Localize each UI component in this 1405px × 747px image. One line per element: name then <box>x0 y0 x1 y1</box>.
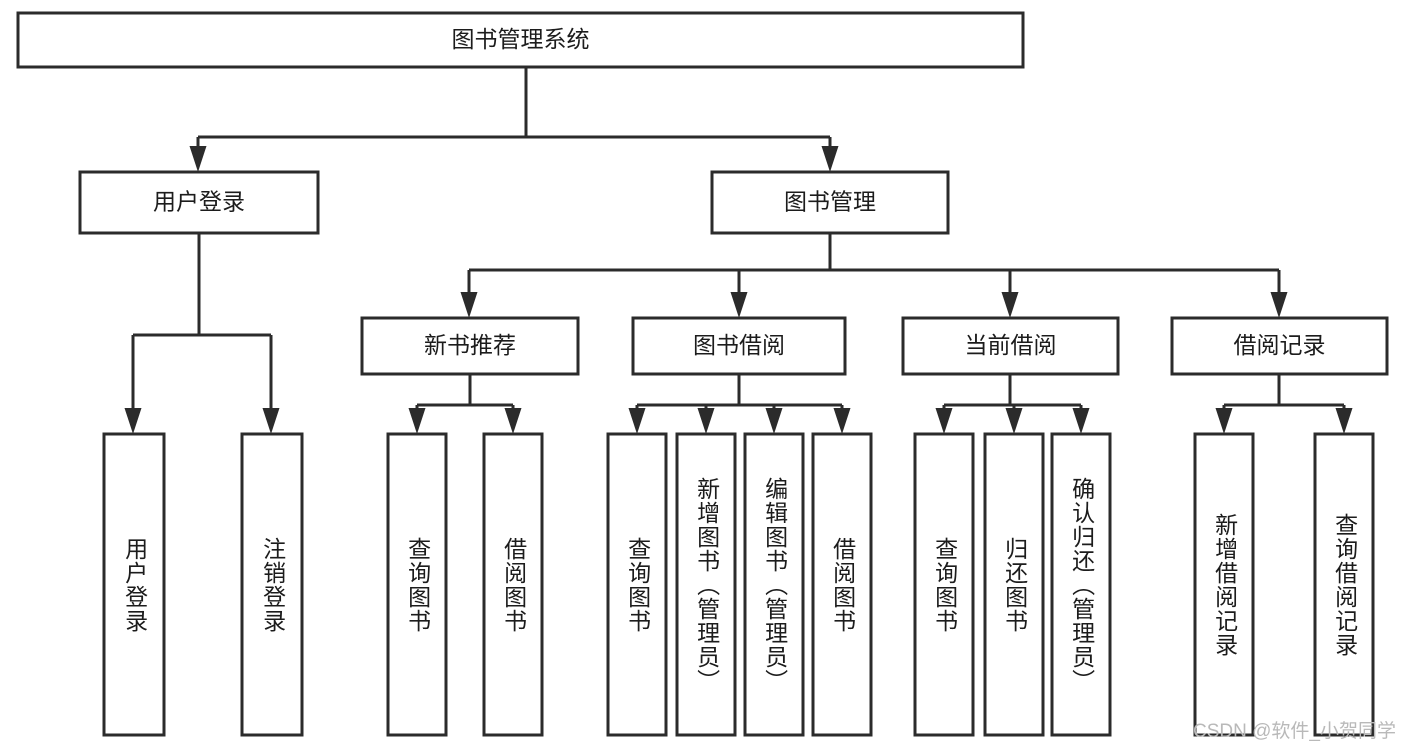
node-box-leaf-borrow-book-rec[interactable] <box>482 432 544 737</box>
arrow-head-icon <box>504 408 522 434</box>
node-label-root: 图书管理系统 <box>452 26 590 52</box>
arrow-head-icon <box>1001 292 1019 318</box>
node-label-book-manage: 图书管理 <box>784 189 876 215</box>
node-label-new-book-rec: 新书推荐 <box>424 332 516 358</box>
arrow-head-icon <box>1335 408 1353 434</box>
nodes-layer <box>16 11 1389 737</box>
node-box-leaf-return-book[interactable] <box>983 432 1045 737</box>
arrow-head-icon <box>833 408 851 434</box>
arrow-head-icon <box>935 408 953 434</box>
node-box-leaf-user-login[interactable] <box>102 432 166 737</box>
node-label-book-borrow: 图书借阅 <box>693 332 785 358</box>
arrow-head-icon <box>262 408 280 434</box>
node-box-new-book-rec[interactable] <box>360 316 580 376</box>
arrow-head-icon <box>460 292 478 318</box>
node-box-current-borrow[interactable] <box>901 316 1120 376</box>
node-label-user-login: 用户登录 <box>153 189 245 215</box>
node-box-root[interactable] <box>16 11 1025 69</box>
node-label-current-borrow: 当前借阅 <box>965 332 1057 358</box>
node-box-leaf-query-borrow-record[interactable] <box>1313 432 1375 737</box>
node-box-leaf-add-borrow-record[interactable] <box>1193 432 1255 737</box>
node-box-leaf-query-book-cur[interactable] <box>913 432 975 737</box>
arrow-head-icon <box>1072 408 1090 434</box>
arrow-head-icon <box>124 408 142 434</box>
node-box-leaf-edit-book[interactable] <box>743 432 805 737</box>
node-box-borrow-record[interactable] <box>1170 316 1389 376</box>
node-box-user-login[interactable] <box>78 170 320 235</box>
arrow-head-icon <box>697 408 715 434</box>
node-box-book-borrow[interactable] <box>631 316 847 376</box>
arrow-head-icon <box>189 146 207 172</box>
arrow-head-icon <box>730 292 748 318</box>
node-box-leaf-add-book[interactable] <box>675 432 737 737</box>
node-box-leaf-query-book-borrow[interactable] <box>606 432 668 737</box>
node-box-leaf-borrow-book[interactable] <box>811 432 873 737</box>
node-box-book-manage[interactable] <box>710 170 950 235</box>
node-label-borrow-record: 借阅记录 <box>1234 332 1326 358</box>
arrow-head-icon <box>1005 408 1023 434</box>
arrow-head-icon <box>408 408 426 434</box>
arrow-head-icon <box>1270 292 1288 318</box>
edges-layer <box>124 67 1353 434</box>
arrow-head-icon <box>1215 408 1233 434</box>
arrow-head-icon <box>821 146 839 172</box>
node-box-leaf-query-book-rec[interactable] <box>386 432 448 737</box>
node-box-leaf-confirm-return[interactable] <box>1050 432 1112 737</box>
arrow-head-icon <box>765 408 783 434</box>
watermark-text: CSDN @软件_小贺同学 <box>1193 721 1396 742</box>
node-box-leaf-logout[interactable] <box>240 432 304 737</box>
arrow-head-icon <box>628 408 646 434</box>
